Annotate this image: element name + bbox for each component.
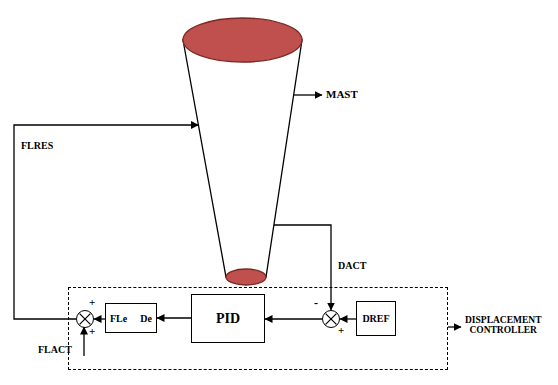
summing-junction: ++ bbox=[76, 310, 94, 328]
signal-connector bbox=[94, 318, 105, 319]
signal-name: DACT bbox=[337, 260, 367, 271]
mast-cone bbox=[180, 15, 306, 290]
mast-body bbox=[183, 40, 302, 277]
signal-connector bbox=[340, 318, 356, 319]
summing-cross bbox=[77, 311, 93, 327]
signal-connector bbox=[14, 125, 198, 319]
block-label: De bbox=[140, 313, 152, 324]
signal-connector bbox=[265, 318, 322, 319]
part-name: MAST bbox=[326, 88, 358, 100]
block-label: DREF bbox=[362, 313, 389, 324]
part-name: DISPLACEMENT CONTROLLER bbox=[465, 315, 541, 336]
controller-leader-arrow bbox=[448, 326, 461, 327]
reference-box: DREF bbox=[356, 301, 396, 336]
mast-top bbox=[183, 18, 302, 62]
block-label: PID bbox=[216, 311, 240, 326]
signal-connector bbox=[274, 225, 331, 310]
summing-cross bbox=[323, 311, 339, 327]
force-input-wire bbox=[83, 327, 84, 356]
mast-bottom bbox=[226, 269, 266, 285]
pid-controller-box: PID bbox=[191, 294, 265, 343]
sign-label: + bbox=[89, 325, 95, 337]
signal-name: FLACT bbox=[38, 344, 72, 355]
mast-leader-arrow bbox=[294, 94, 322, 95]
block-label: FLe bbox=[110, 313, 127, 324]
mast-illustration: MAST bbox=[180, 15, 306, 290]
summing-junction: -+ bbox=[322, 310, 340, 328]
process-box: FLe De bbox=[105, 303, 157, 333]
sign-label: - bbox=[314, 297, 318, 310]
sign-label: + bbox=[338, 324, 344, 336]
signal-name: FLRES bbox=[20, 140, 54, 151]
sign-label: + bbox=[89, 296, 95, 308]
controller-region: DISPLACEMENT CONTROLLER++FLeDePID-+DREF bbox=[68, 287, 448, 370]
signal-connector bbox=[157, 317, 191, 318]
